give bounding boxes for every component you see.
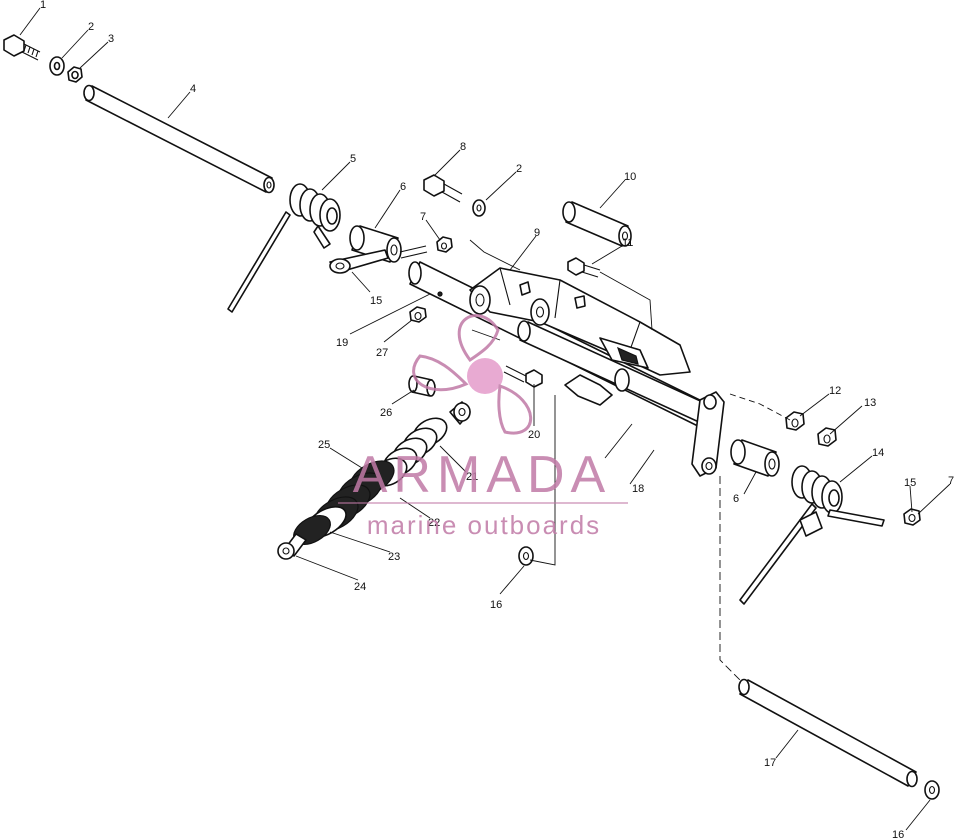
part-lower-tube: [517, 320, 721, 429]
callout-17: 17: [764, 757, 776, 769]
watermark-brand: ARMADA: [353, 446, 611, 504]
part-rivet-19: [437, 291, 443, 297]
callout-22: 22: [428, 517, 440, 529]
callout-11: 11: [622, 237, 633, 249]
part-bolt-11: [567, 257, 601, 278]
callout-16-middle: 16: [490, 599, 502, 611]
callout-14: 14: [872, 447, 884, 459]
part-bracket-9: [469, 267, 691, 376]
callout-4: 4: [190, 83, 196, 95]
callout-2-middle: 2: [516, 163, 522, 175]
callout-15-right: 15: [904, 477, 916, 489]
part-nut-3: [67, 66, 83, 83]
callout-19: 19: [336, 337, 348, 349]
callout-7: 7: [420, 211, 426, 223]
part-shock-eye-24: [277, 533, 307, 560]
callout-20: 20: [528, 429, 540, 441]
part-nut-7-upper: [436, 236, 453, 253]
callout-21: 21: [466, 471, 478, 483]
watermark: ARMADA marine outboards: [338, 314, 628, 540]
part-shaft-17: [738, 678, 918, 788]
callout-2: 2: [88, 21, 94, 33]
callout-7-right: 7: [948, 475, 954, 487]
callout-16-right: 16: [892, 829, 904, 840]
callout-12: 12: [829, 385, 841, 397]
callout-8: 8: [460, 141, 466, 153]
part-shock-absorber: [277, 401, 471, 560]
callout-23: 23: [388, 551, 400, 563]
callout-13: 13: [864, 397, 876, 409]
part-shock-body-22: [305, 460, 395, 538]
callout-27: 27: [376, 347, 388, 359]
callout-6-right: 6: [733, 493, 739, 505]
part-spring-arm-15-left: [329, 249, 389, 274]
callout-24: 24: [354, 581, 366, 593]
part-stud: [399, 245, 428, 259]
callout-6: 6: [400, 181, 406, 193]
assembly-reference-lines: [469, 239, 791, 681]
watermark-tagline: marine outboards: [367, 510, 601, 540]
callout-18: 18: [632, 483, 644, 495]
part-washer-2: [49, 56, 65, 76]
part-shaft-4: [83, 84, 275, 194]
part-nut-12: [785, 411, 805, 431]
leader-lines: [19, 7, 951, 831]
callout-3: 3: [108, 33, 114, 45]
part-nut-7-right: [903, 508, 921, 526]
part-bolt-20: [503, 365, 543, 388]
part-bushing-6-right: [730, 439, 780, 477]
callout-9: 9: [534, 227, 540, 239]
propeller-icon: [412, 314, 533, 435]
part-bolt-1: [3, 34, 41, 61]
part-washer-16-middle: [518, 546, 534, 566]
part-link-plate-right: [691, 391, 725, 477]
callout-1: 1: [40, 0, 46, 11]
callout-10: 10: [624, 171, 636, 183]
part-bushing-6-left: [349, 225, 402, 263]
part-torsion-spring-5: [227, 183, 341, 313]
part-torsion-spring-14: [739, 465, 885, 605]
part-bolt-8: [423, 174, 463, 203]
part-bushing-10: [562, 201, 632, 247]
callout-15-left: 15: [370, 295, 382, 307]
part-link-lower-left: [564, 374, 613, 406]
part-washer-2-middle: [472, 199, 486, 217]
callout-labels: 1 2 3 4 5 6 7 8 2 10 9 11 15 19 27 26 20…: [40, 0, 954, 840]
callout-26: 26: [380, 407, 392, 419]
part-washer-16-right: [924, 780, 940, 800]
callout-5: 5: [350, 153, 356, 165]
callout-25: 25: [318, 439, 330, 451]
part-nut-27: [409, 306, 427, 323]
